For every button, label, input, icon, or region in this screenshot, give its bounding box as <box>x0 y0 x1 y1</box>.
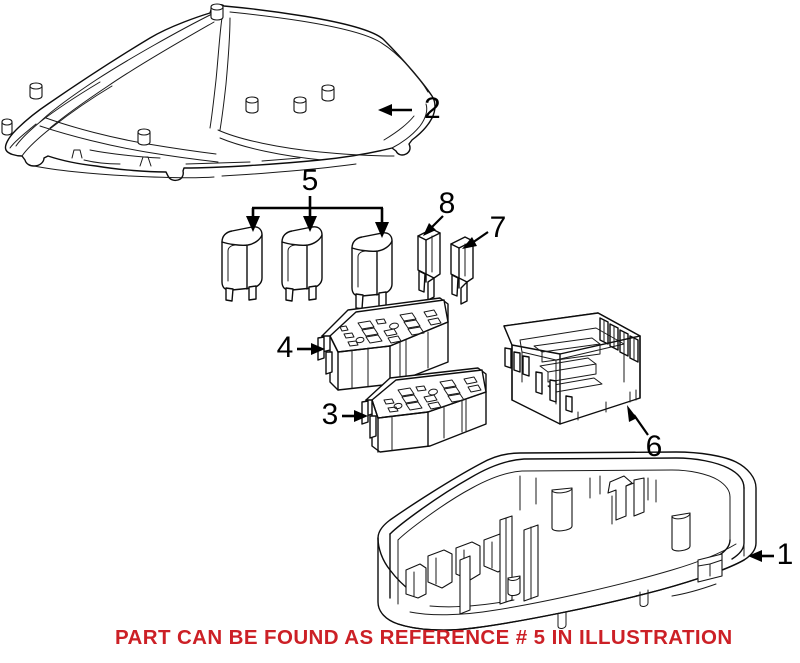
callout-5-leader <box>246 196 389 238</box>
part-lower-fuse-block <box>361 367 487 453</box>
callout-2-leader <box>378 104 412 116</box>
callout-label-2: 2 <box>424 92 441 125</box>
callout-4-leader <box>297 343 325 355</box>
callout-3-leader <box>342 410 368 422</box>
callout-8-leader <box>423 215 444 236</box>
lid-boss-mid-right <box>245 96 259 114</box>
callout-label-3: 3 <box>322 398 339 431</box>
part-relay-center <box>281 226 323 302</box>
part-blade-fuse-right <box>450 236 474 305</box>
part-relay-left <box>221 226 263 302</box>
callout-label-1: 1 <box>777 538 794 571</box>
part-cover-lid <box>1 3 436 182</box>
housing-post-left <box>551 487 573 532</box>
part-upper-fuse-block <box>317 297 449 391</box>
lid-boss-center <box>137 128 151 146</box>
part-relay-right <box>351 232 393 310</box>
lid-boss-right <box>293 96 307 114</box>
callout-label-7: 7 <box>490 211 507 244</box>
callout-7-leader <box>462 231 489 249</box>
callout-1-leader <box>748 550 774 562</box>
housing-post-right <box>671 512 691 552</box>
part-blade-fuse-left <box>417 228 441 301</box>
part-relay-carrier-bracket <box>503 312 641 425</box>
housing-post-small <box>507 575 521 597</box>
reference-caption: PART CAN BE FOUND AS REFERENCE # 5 IN IL… <box>115 626 733 649</box>
lid-boss-far-right <box>321 84 335 102</box>
lid-boss-left <box>29 82 43 100</box>
housing-side-clip <box>697 553 723 583</box>
callout-6-leader <box>627 405 649 436</box>
callout-label-5: 5 <box>302 164 319 197</box>
lid-boss-top <box>210 3 224 21</box>
lid-boss-far-left <box>1 118 13 136</box>
callout-label-6: 6 <box>646 430 663 463</box>
callout-label-4: 4 <box>277 331 294 364</box>
callout-label-8: 8 <box>439 187 456 220</box>
part-housing-base <box>377 451 757 631</box>
